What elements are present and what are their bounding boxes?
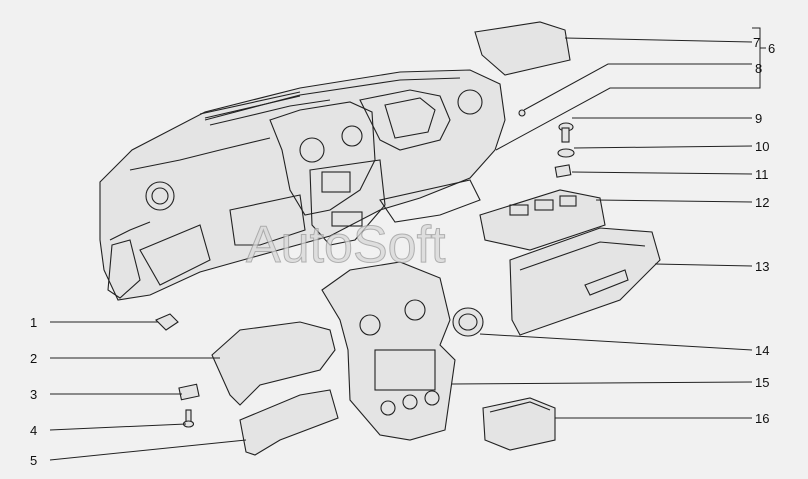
part-2-cluster-hood xyxy=(211,321,336,406)
part-7-cover xyxy=(474,21,571,76)
label-12: 12 xyxy=(755,195,769,210)
part-10-washer xyxy=(557,148,575,158)
label-9: 9 xyxy=(755,111,762,126)
label-2: 2 xyxy=(30,351,37,366)
label-13: 13 xyxy=(755,259,769,274)
part-13-glovebox xyxy=(509,227,661,336)
label-11: 11 xyxy=(755,167,769,182)
dashboard-panel xyxy=(99,69,506,301)
part-8-pin xyxy=(518,109,526,117)
label-8: 8 xyxy=(755,61,762,76)
label-14: 14 xyxy=(755,343,769,358)
watermark-text: AutoSoft xyxy=(246,216,446,274)
label-10: 10 xyxy=(755,139,769,154)
label-15: 15 xyxy=(755,375,769,390)
part-3-bracket xyxy=(178,383,200,401)
part-1-clip xyxy=(155,313,179,331)
part-15-center-console xyxy=(321,261,456,441)
leader-lines xyxy=(49,27,766,461)
label-7: 7 xyxy=(753,35,760,50)
callout-labels: 1 2 3 4 5 6 7 8 9 10 11 12 13 14 15 16 xyxy=(30,35,775,468)
label-3: 3 xyxy=(30,387,37,402)
part-9-screw xyxy=(558,122,574,143)
label-5: 5 xyxy=(30,453,37,468)
part-11-clip xyxy=(554,164,572,178)
part-12-switch-panel xyxy=(479,189,606,251)
label-1: 1 xyxy=(30,315,37,330)
part-5-lower-trim xyxy=(239,389,339,456)
part-14-knob xyxy=(452,307,484,337)
part-16-pocket xyxy=(482,397,556,451)
label-16: 16 xyxy=(755,411,769,426)
label-4: 4 xyxy=(30,423,37,438)
label-6: 6 xyxy=(768,41,775,56)
